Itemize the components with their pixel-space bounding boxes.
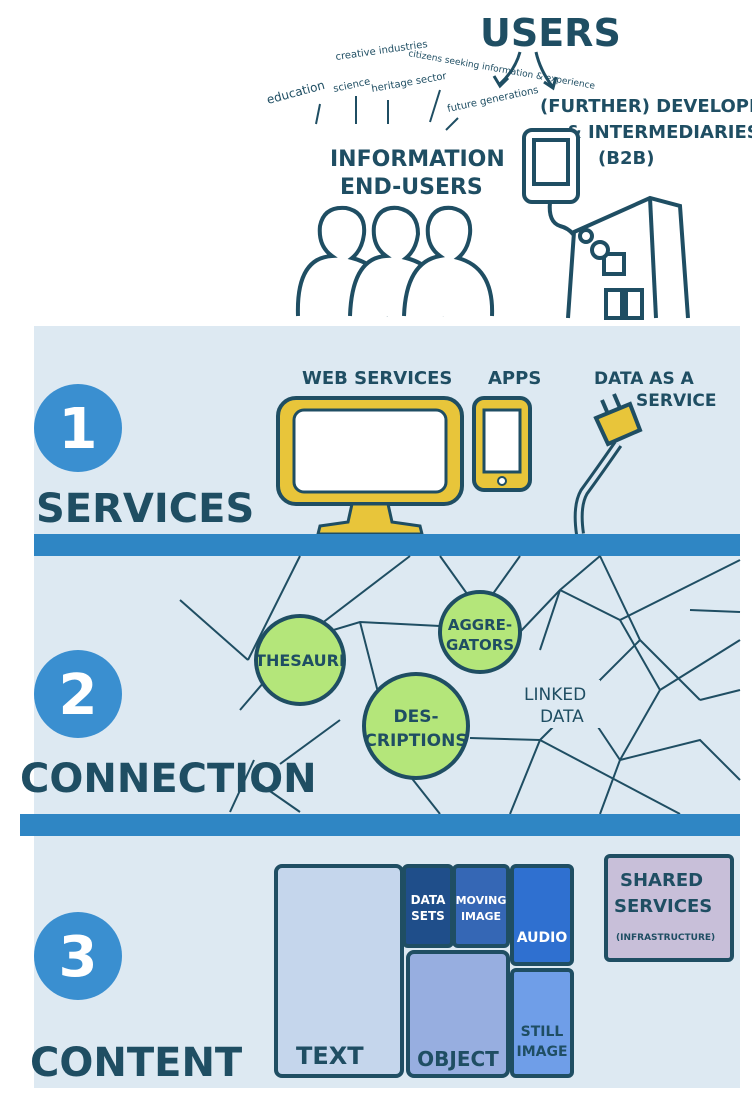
layer-services: 1 SERVICES WEB SERVICES APPS DATA AS A S…: [34, 368, 717, 536]
moving-line1: MOVING: [456, 894, 507, 907]
layer-number: 3: [59, 925, 98, 990]
still-image-block: [510, 968, 574, 1078]
domain-science: science: [332, 76, 371, 95]
linked-line2: DATA: [540, 707, 584, 727]
shared-line3: (INFRASTRUCTURE): [616, 933, 715, 943]
web-services-label: WEB SERVICES: [302, 368, 452, 389]
layer-number: 1: [59, 397, 98, 462]
data-sets-line1: DATA: [411, 893, 447, 907]
developers-line2: & INTERMEDIARIES: [566, 122, 752, 143]
building-icon: [522, 128, 690, 320]
linked-line1: LINKED: [524, 685, 586, 705]
audio-label: AUDIO: [517, 930, 568, 946]
object-label: OBJECT: [417, 1047, 499, 1071]
layer-title: CONNECTION: [20, 756, 317, 802]
layer-separator: [34, 534, 740, 556]
descriptions-line1: DES-: [393, 707, 438, 727]
developers-line3: (B2B): [598, 148, 654, 169]
layer-number: 2: [59, 663, 98, 728]
audio-block: [510, 864, 574, 966]
shared-services-box: SHARED SERVICES (INFRASTRUCTURE): [604, 854, 734, 962]
layer-number-circle: [34, 384, 122, 472]
text-block: [274, 864, 404, 1078]
users-label: USERS: [480, 11, 621, 55]
arrow-right-icon: [534, 51, 554, 87]
users-area: USERS education science creative industr…: [265, 11, 752, 320]
layer-title: CONTENT: [30, 1040, 243, 1086]
aggregators-line1: AGGRE-: [448, 616, 512, 634]
end-users-line1: INFORMATION: [330, 147, 505, 172]
shared-line1: SHARED: [620, 870, 703, 891]
text-label: TEXT: [296, 1042, 364, 1070]
layer-content: 3 CONTENT TEXT DATA SETS MOVING IMAGE AU…: [30, 854, 734, 1086]
domain-future: future generations: [446, 85, 539, 115]
layer-number-circle: [34, 650, 122, 738]
domain-education: education: [265, 78, 326, 107]
apps-label: APPS: [488, 368, 541, 389]
linked-data-label: LINKED DATA: [520, 680, 600, 728]
aggregators-line2: GATORS: [446, 636, 514, 654]
data-service-line1: DATA AS A: [594, 369, 695, 389]
monitor-icon: [276, 396, 464, 536]
layer-title: SERVICES: [36, 486, 254, 532]
thesauri-node: THESAURI: [254, 614, 346, 706]
people-icon: [295, 205, 495, 317]
moving-image-block: [452, 864, 510, 948]
thesauri-label: THESAURI: [255, 651, 345, 670]
layer-connection: 2 CONNECTION THESAURI AGGRE- GATORS DES-…: [20, 555, 741, 815]
developers-line1: (FURTHER) DEVELOPERS: [540, 96, 752, 117]
network-lines: [179, 555, 741, 815]
object-block: [406, 950, 510, 1078]
shared-line2: SERVICES: [614, 896, 712, 917]
domain-heritage: heritage sector: [371, 71, 449, 95]
layer-number-circle: [34, 912, 122, 1000]
still-line1: STILL: [521, 1024, 564, 1040]
descriptions-line2: CRIPTIONS: [364, 731, 467, 751]
phone-icon: [472, 396, 532, 492]
still-line2: IMAGE: [516, 1044, 567, 1060]
aggregators-node: AGGRE- GATORS: [438, 590, 522, 674]
descriptions-node: DES- CRIPTIONS: [362, 672, 470, 780]
data-sets-line2: SETS: [411, 909, 445, 923]
plug-icon: [573, 393, 643, 535]
end-users-line2: END-USERS: [340, 175, 483, 200]
moving-line2: IMAGE: [461, 910, 501, 923]
content-blocks: [274, 864, 574, 1078]
data-service-line2: SERVICE: [636, 391, 717, 411]
layer-separator: [20, 814, 740, 836]
